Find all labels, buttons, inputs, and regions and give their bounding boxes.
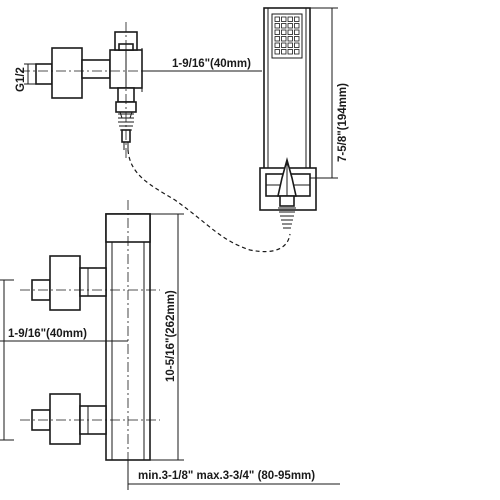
spray-nozzle (287, 23, 293, 29)
spray-nozzle (274, 36, 280, 42)
spray-nozzle (287, 36, 293, 42)
spray-nozzle (274, 42, 280, 48)
thread-label: G1/2 (15, 67, 27, 92)
spray-nozzle (281, 23, 287, 29)
inlet-spacing-dimension: min.3-1/8" max.3-3/4" (80-95mm) (127, 460, 340, 490)
spray-nozzle (281, 42, 287, 48)
hand-shower (259, 7, 317, 229)
valve-offset-label: 1-9/16"(40mm) (172, 58, 251, 70)
thermostatic-mixer (20, 200, 160, 470)
spray-nozzle (274, 23, 280, 29)
wall-outlet-valve (20, 22, 160, 158)
spray-nozzle (274, 49, 280, 55)
spray-nozzle (287, 49, 293, 55)
spray-nozzle (287, 16, 293, 22)
valve-offset-dimension: 1-9/16"(40mm) (141, 48, 262, 92)
spray-nozzle (281, 36, 287, 42)
handshower-length-label: 7-5/8"(194mm) (337, 83, 349, 162)
spray-nozzle (287, 42, 293, 48)
inlet-spacing-label: min.3-1/8" max.3-3/4" (80-95mm) (138, 470, 315, 482)
handshower-length-dimension: 7-5/8"(194mm) (310, 7, 349, 179)
inlet-spacing-side-dimension (0, 279, 14, 441)
spray-nozzle (281, 16, 287, 22)
thread-dimension: G1/2 (15, 63, 36, 92)
spray-nozzle (294, 29, 300, 35)
spray-nozzle-grid (274, 16, 300, 55)
spray-nozzle (294, 42, 300, 48)
spray-nozzle (294, 49, 300, 55)
mixer-offset-dimension: 1-9/16"(40mm) (0, 328, 128, 342)
spray-nozzle (294, 16, 300, 22)
spray-nozzle (294, 36, 300, 42)
spray-nozzle (287, 29, 293, 35)
spray-nozzle (274, 29, 280, 35)
mixer-height-label: 10-5/16"(262mm) (165, 290, 177, 382)
spray-nozzle (274, 16, 280, 22)
mixer-offset-label: 1-9/16"(40mm) (8, 328, 87, 340)
spray-nozzle (281, 29, 287, 35)
spray-nozzle (281, 49, 287, 55)
mixer-height-dimension: 10-5/16"(262mm) (150, 213, 184, 461)
spray-nozzle (294, 23, 300, 29)
